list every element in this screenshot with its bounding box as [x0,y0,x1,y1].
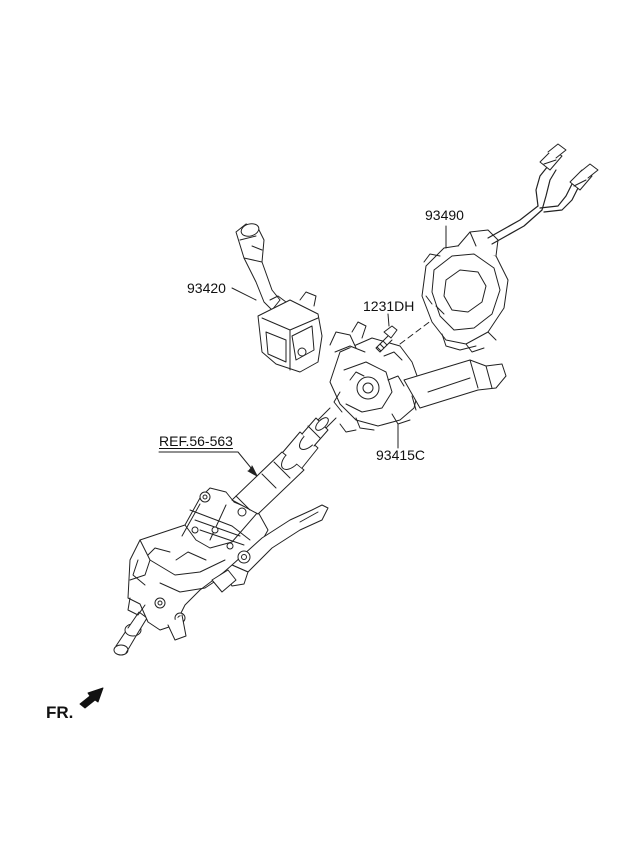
label-93420: 93420 [187,280,226,296]
front-direction-arrow-icon [79,687,104,709]
light-switch-lever-assembly [235,223,323,373]
column-mounting-bracket [127,487,269,641]
label-93490: 93490 [425,207,464,223]
label-1231DH: 1231DH [363,298,415,314]
column-jacket [231,407,337,515]
lower-shaft-tip [113,611,148,656]
front-direction-label: FR. [46,703,74,722]
label-ref-56-563: REF.56-563 [159,433,233,449]
screw-1231DH [375,325,398,353]
leader-1231DH [387,313,390,327]
label-93415C: 93415C [376,447,426,463]
leader-93420 [231,287,257,301]
tilt-lever [211,504,329,593]
ref-leader-line [158,451,258,477]
multifunction-switch-assembly [329,321,507,433]
clock-spring-assembly [421,143,599,353]
steering-column-assembly [113,407,337,656]
